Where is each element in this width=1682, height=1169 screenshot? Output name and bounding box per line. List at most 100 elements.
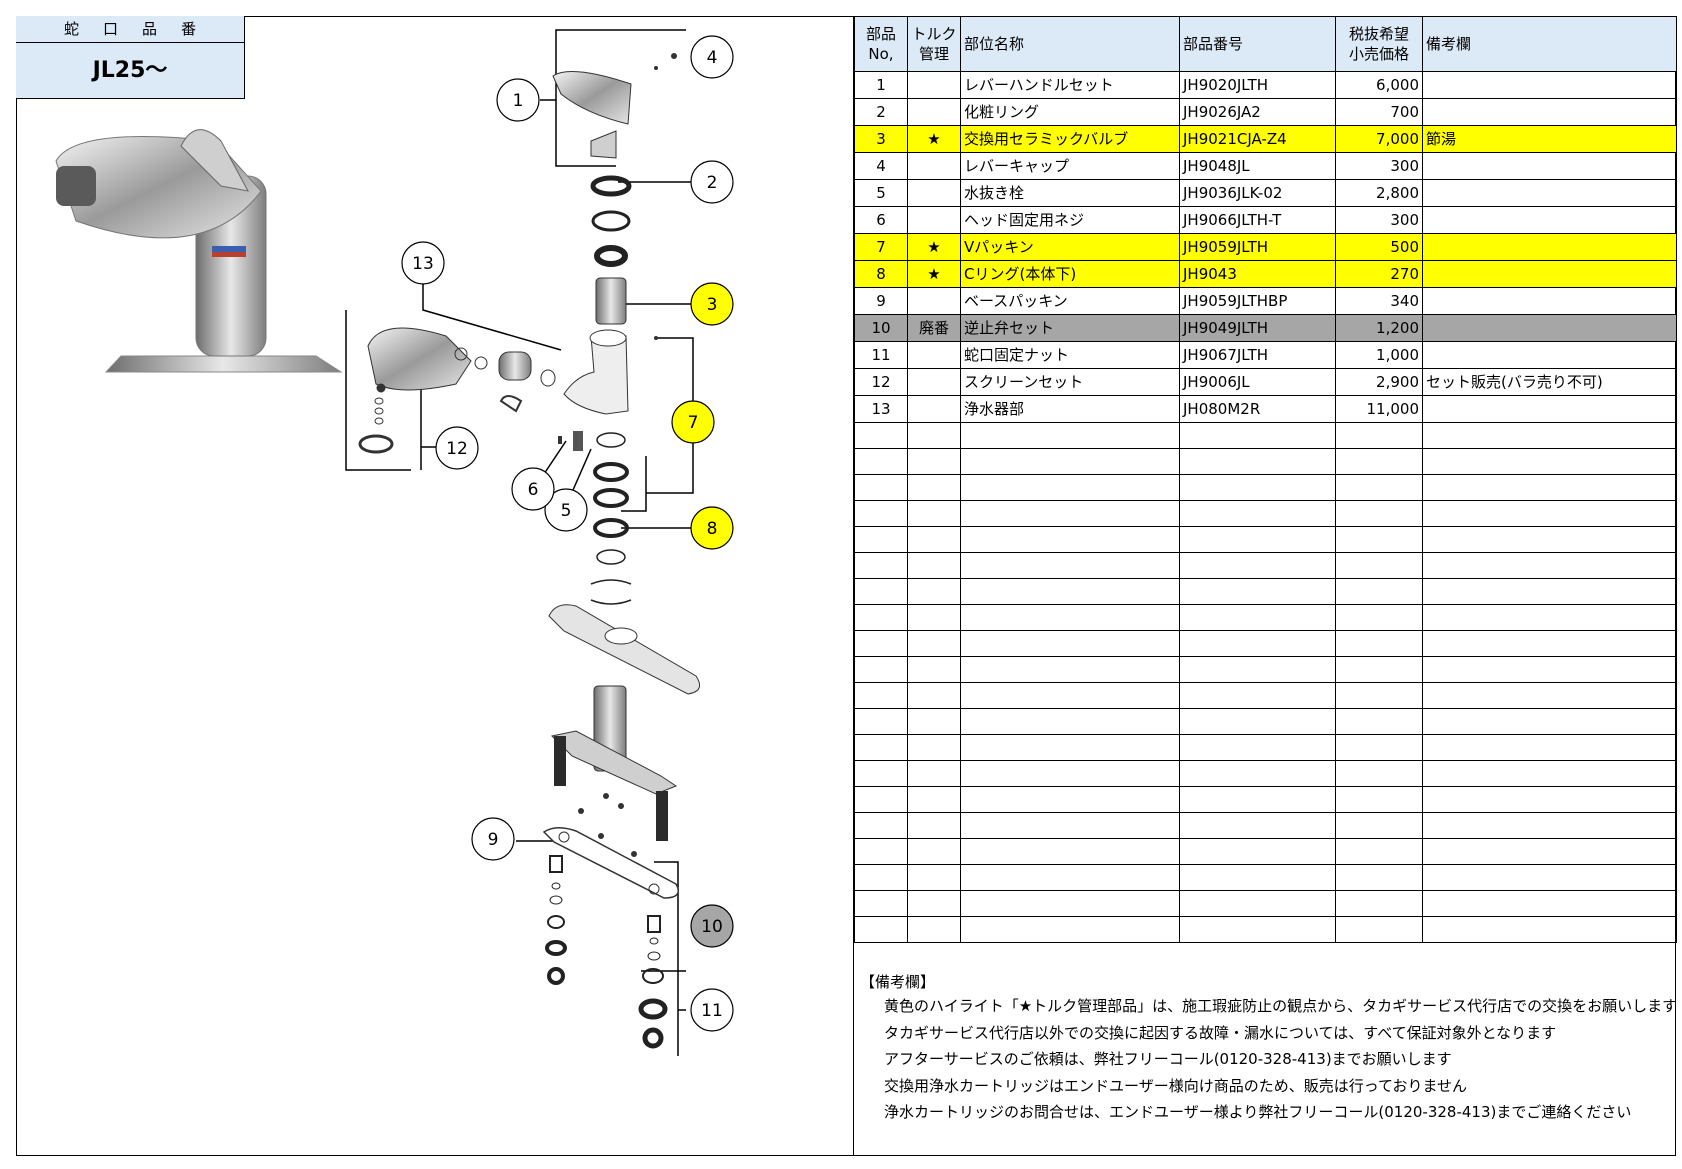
cell-note	[1422, 916, 1677, 943]
cell-torque	[907, 500, 961, 527]
cell-no	[854, 786, 908, 813]
callout-7: 7	[671, 400, 715, 444]
small-screws	[558, 53, 677, 451]
cell-name: スクリーンセット	[960, 368, 1180, 396]
cell-no: 1	[854, 71, 908, 99]
lever-handle-part	[552, 71, 632, 159]
cell-no: 7	[854, 233, 908, 261]
callout-lines	[345, 29, 694, 1056]
cell-torque	[907, 395, 961, 423]
note-line: 浄水カートリッジのお問合せは、エンドユーザー様より弊社フリーコール(0120-3…	[884, 1103, 1632, 1122]
cell-price	[1335, 760, 1423, 787]
cell-note	[1422, 71, 1677, 99]
callout-5: 5	[544, 488, 588, 532]
note-line: 黄色のハイライト「★トルク管理部品」は、施工瑕疵防止の観点から、タカギサービス代…	[884, 997, 1678, 1015]
cell-torque: 廃番	[907, 314, 961, 342]
svg-text:5: 5	[561, 501, 572, 521]
cell-torque	[907, 152, 961, 180]
table-row-empty	[854, 604, 1677, 631]
callout-10: 10	[690, 904, 734, 948]
model-number: JL25～	[16, 43, 244, 98]
exploded-parts-diagram: 1 2 3 4 5 6 7 8	[55, 29, 734, 1056]
cell-price	[1335, 916, 1423, 943]
cell-note: 節湯	[1422, 125, 1677, 153]
cell-price	[1335, 838, 1423, 865]
table-row-empty	[854, 474, 1677, 501]
cell-part: JH9006JL	[1179, 368, 1336, 396]
svg-text:6: 6	[528, 480, 539, 500]
cell-price	[1335, 474, 1423, 501]
cell-note	[1422, 708, 1677, 735]
cell-no: 10	[854, 314, 908, 342]
cell-torque	[907, 206, 961, 234]
cell-torque	[907, 604, 961, 631]
col-header-torque: トルク管理	[907, 16, 961, 72]
cell-torque	[907, 287, 961, 315]
cell-note	[1422, 314, 1677, 342]
cell-name: 交換用セラミックバルブ	[960, 125, 1180, 153]
svg-text:1: 1	[513, 91, 524, 111]
svg-text:13: 13	[412, 254, 434, 274]
cell-part: JH9020JLTH	[1179, 71, 1336, 99]
cell-price	[1335, 526, 1423, 553]
cell-torque	[907, 708, 961, 735]
cell-no: 5	[854, 179, 908, 207]
cell-note	[1422, 500, 1677, 527]
table-row-empty	[854, 682, 1677, 709]
cell-name	[960, 656, 1180, 683]
cell-name	[960, 708, 1180, 735]
cell-no: 6	[854, 206, 908, 234]
cell-part	[1179, 890, 1336, 917]
callout-9: 9	[471, 817, 515, 861]
cell-price: 2,900	[1335, 368, 1423, 396]
cell-price	[1335, 422, 1423, 449]
cell-name	[960, 890, 1180, 917]
cell-note	[1422, 448, 1677, 475]
table-row-empty	[854, 448, 1677, 475]
cell-name	[960, 760, 1180, 787]
table-row-empty	[854, 708, 1677, 735]
cell-price: 300	[1335, 206, 1423, 234]
cell-name	[960, 864, 1180, 891]
cell-price	[1335, 708, 1423, 735]
cell-price: 500	[1335, 233, 1423, 261]
cell-part: JH9043	[1179, 260, 1336, 288]
cell-part	[1179, 838, 1336, 865]
svg-text:8: 8	[707, 519, 718, 539]
cell-note	[1422, 734, 1677, 761]
cell-name	[960, 500, 1180, 527]
svg-text:12: 12	[446, 439, 468, 459]
cell-price: 11,000	[1335, 395, 1423, 423]
svg-text:4: 4	[707, 48, 718, 68]
cell-no: 9	[854, 287, 908, 315]
cell-note	[1422, 656, 1677, 683]
cell-torque	[907, 98, 961, 126]
cell-price	[1335, 864, 1423, 891]
cell-no	[854, 864, 908, 891]
cell-part: JH9066JLTH-T	[1179, 206, 1336, 234]
table-row-empty	[854, 630, 1677, 657]
cell-price	[1335, 656, 1423, 683]
notes-title: 【備考欄】	[860, 973, 936, 991]
callout-11: 11	[690, 988, 734, 1032]
notes-section: 【備考欄】 黄色のハイライト「★トルク管理部品」は、施工瑕疵防止の観点から、タカ…	[854, 967, 1678, 1156]
cell-name	[960, 838, 1180, 865]
cell-part: JH9049JLTH	[1179, 314, 1336, 342]
cell-part	[1179, 812, 1336, 839]
note-line: 交換用浄水カートリッジはエンドユーザー様向け商品のため、販売は行っておりません	[884, 1076, 1468, 1095]
cell-note	[1422, 98, 1677, 126]
cell-name	[960, 526, 1180, 553]
cell-note	[1422, 152, 1677, 180]
cell-torque: ★	[907, 125, 961, 153]
cell-name: 水抜き栓	[960, 179, 1180, 207]
cell-price	[1335, 890, 1423, 917]
cell-name: レバーキャップ	[960, 152, 1180, 180]
cell-part	[1179, 552, 1336, 579]
cell-name	[960, 578, 1180, 605]
